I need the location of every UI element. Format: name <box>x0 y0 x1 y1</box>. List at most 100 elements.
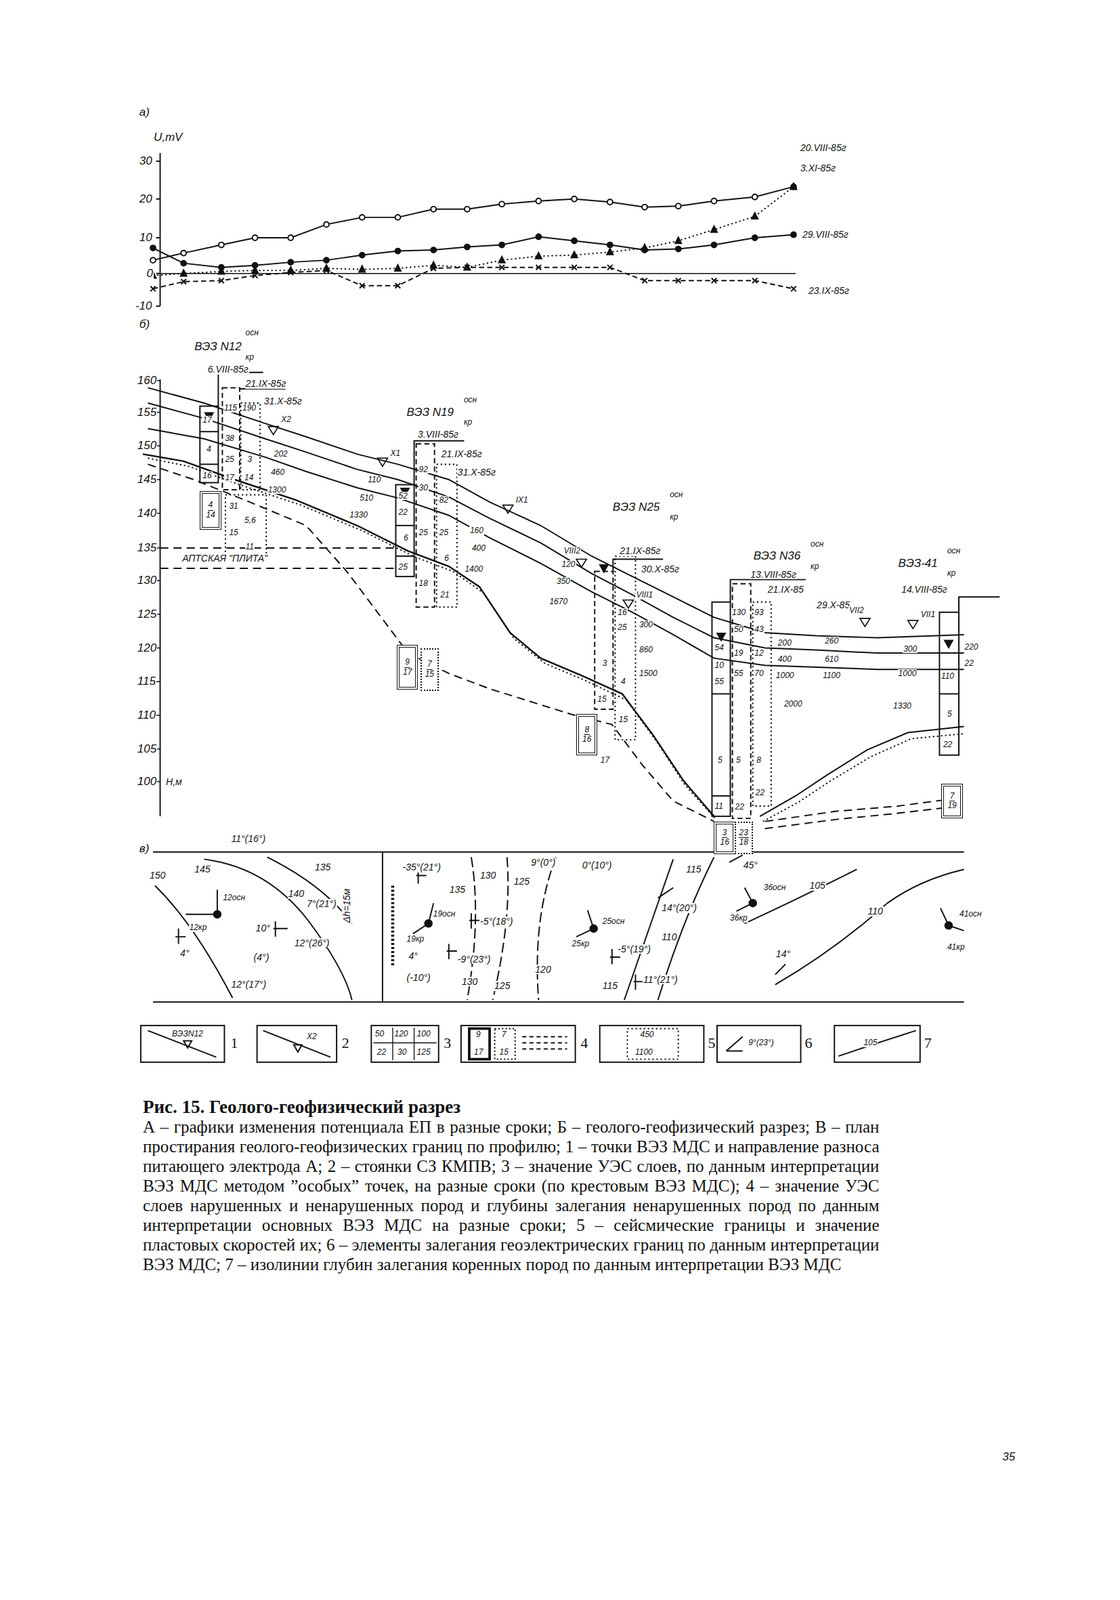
figure-label: 14° <box>775 948 791 959</box>
data-marker <box>499 242 505 248</box>
figure-label: 140 <box>136 507 158 520</box>
data-marker <box>395 214 401 221</box>
figure-label: 21.IX-85г <box>245 378 288 389</box>
figure-label: 20.VIII-85г <box>799 142 848 154</box>
figure-label: 160 <box>136 374 158 387</box>
figure-label: 30 <box>138 155 154 168</box>
figure-label: 130 <box>461 976 479 987</box>
figure-label: 1100 <box>634 1047 654 1057</box>
figure-label: 400 <box>471 543 487 553</box>
figure-label: 25 <box>438 528 449 537</box>
figure-label: 190 <box>241 403 257 413</box>
figure-label: (4°) <box>253 952 271 963</box>
figure-label: 17 <box>224 473 235 483</box>
value-text: 7 <box>426 659 433 670</box>
figure-label: 140 <box>287 888 305 899</box>
data-marker <box>395 283 401 289</box>
figure-label: 16 <box>201 471 212 481</box>
figure-label: 31.X-85г <box>263 396 303 407</box>
figure-label: VII1 <box>920 610 936 619</box>
data-marker <box>464 264 470 271</box>
legend-number: 3 <box>443 1034 451 1052</box>
data-marker <box>287 234 294 241</box>
data-marker <box>323 257 330 263</box>
figure-label: осн <box>245 328 260 338</box>
boxed-value: 715 <box>420 648 439 691</box>
figure-label: 22 <box>397 507 408 517</box>
data-marker <box>607 264 613 271</box>
legend-number: 1 <box>230 1034 238 1052</box>
figure-label: 1100 <box>822 671 842 680</box>
figure-label: 1500 <box>638 669 659 678</box>
figure-label: 155 <box>136 406 158 419</box>
figure-label: кр <box>463 417 473 427</box>
data-marker <box>150 286 156 292</box>
data-marker <box>358 265 365 272</box>
figure-label: 19 <box>733 648 744 658</box>
figure-label: 1300 <box>267 485 288 495</box>
figure-label: 12°(26°) <box>293 937 331 949</box>
figure-label: 36кр <box>729 913 749 923</box>
figure-label: 54 <box>713 643 724 653</box>
figure-label: 100 <box>136 775 158 788</box>
data-marker <box>641 204 648 210</box>
data-marker <box>711 226 718 233</box>
figure-label: 2000 <box>783 699 804 709</box>
figure-label: кр <box>946 568 957 578</box>
figure-label: 1400 <box>463 564 484 574</box>
boxed-value: 816 <box>576 713 598 755</box>
figure-label: -10 <box>134 299 154 313</box>
figure-label: 11 <box>245 542 255 552</box>
figure-label: 16 <box>616 608 628 617</box>
figure-label: 6 <box>443 553 450 563</box>
figure-label: 10° <box>255 922 271 934</box>
data-marker <box>323 267 330 273</box>
value-text: 8 <box>583 725 590 735</box>
figure-label: U,mV <box>153 131 184 144</box>
data-marker <box>535 234 542 240</box>
figure-label: 20 <box>138 192 154 206</box>
figure-label: 41кр <box>946 942 966 952</box>
data-marker <box>675 203 682 209</box>
data-marker <box>711 198 718 204</box>
legend-number: 4 <box>580 1034 588 1052</box>
figure-label: 135 <box>136 541 158 554</box>
figure-label: 25кр <box>571 939 591 949</box>
figure-title: Рис. 15. Геолого-геофизический разрез <box>142 1096 461 1118</box>
figure-label: 105 <box>136 742 158 756</box>
figure-label: а) <box>138 106 151 119</box>
data-marker <box>394 264 401 271</box>
figure-label: осн <box>946 546 961 556</box>
figure-label: 31.X-85г <box>457 467 497 478</box>
figure-label: 12кр <box>188 922 208 932</box>
figure-label: 30 <box>396 1047 407 1057</box>
figure-label: ВЭЗN12 <box>171 1029 204 1039</box>
figure-label: 13.VIII-85г <box>749 569 798 580</box>
data-marker <box>395 248 401 254</box>
data-marker <box>464 206 470 212</box>
figure-label: 19осн <box>432 909 457 919</box>
data-marker <box>180 269 187 276</box>
data-marker <box>752 234 758 241</box>
figure-label: 150 <box>148 870 166 881</box>
figure-label: 45° <box>742 859 759 871</box>
figure-label: 110 <box>940 671 955 681</box>
figure-label: 25 <box>224 455 235 464</box>
figure-label: ВЭЗ N12 <box>193 340 242 353</box>
figure-label: 100 <box>416 1029 432 1039</box>
figure-label: 115 <box>223 403 238 413</box>
figure-label: 11 <box>713 801 724 811</box>
value-text: 4 <box>207 500 214 510</box>
figure-label: 150 <box>136 439 158 452</box>
data-marker <box>218 267 225 274</box>
figure-label: 130 <box>136 574 158 587</box>
figure-label: 5,6 <box>243 515 257 525</box>
data-marker <box>790 286 797 292</box>
data-marker <box>675 277 682 284</box>
data-marker <box>150 257 156 263</box>
figure-label: кр <box>809 562 820 571</box>
value-text: 23 <box>738 828 749 838</box>
figure-label: 55 <box>733 669 744 678</box>
figure-label: осн <box>463 395 478 405</box>
data-marker <box>606 248 613 255</box>
